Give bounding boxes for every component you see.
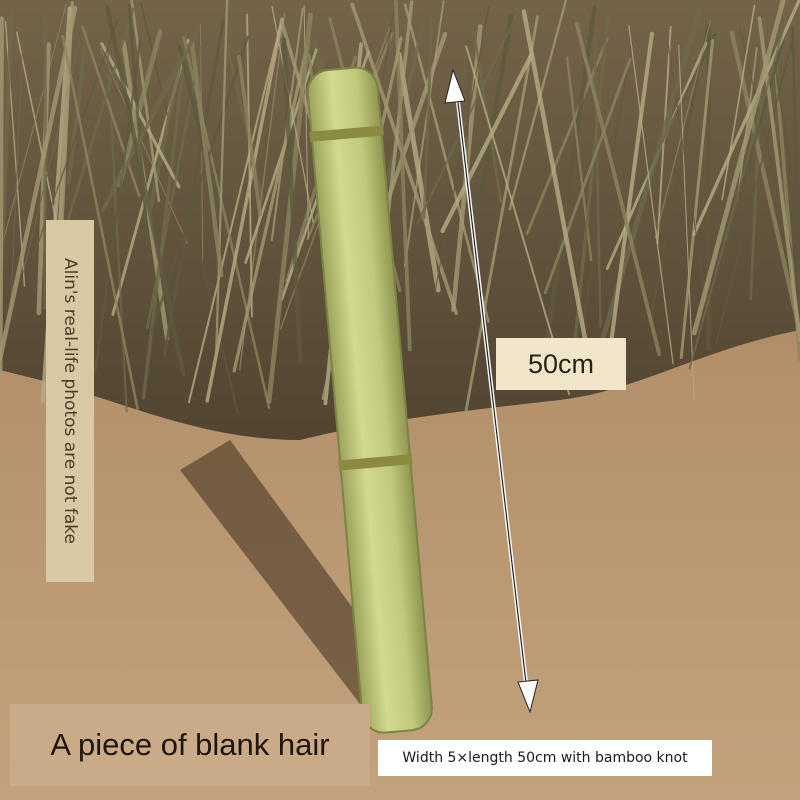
dry-stalk (127, 4, 151, 261)
dry-stalk (692, 0, 800, 237)
dry-stalk (463, 15, 539, 418)
dry-stalk (724, 35, 786, 241)
dry-stalk (187, 20, 283, 404)
dry-stalk (101, 27, 201, 212)
dry-stalk (572, 10, 610, 351)
dry-stalk (470, 19, 503, 204)
dry-stalk (587, 7, 702, 385)
dry-stalk (647, 26, 709, 327)
side-caption: Alin's real-life photos are not fake (60, 258, 80, 544)
side-caption-box: Alin's real-life photos are not fake (46, 220, 94, 582)
dry-stalk (749, 18, 766, 301)
bamboo-knot-upper (309, 125, 384, 142)
dry-stalk (679, 38, 715, 360)
length-arrow (444, 68, 539, 714)
dry-stalk (215, 0, 229, 356)
dry-stalk (162, 19, 225, 358)
dry-stalk (440, 52, 534, 234)
dry-stalk (31, 19, 119, 260)
dry-stalk (396, 51, 441, 293)
dry-stalk (416, 0, 525, 225)
dry-stalk (678, 44, 695, 400)
dry-stalk (22, 23, 85, 275)
dry-stalk (246, 13, 253, 318)
dry-stalk (58, 7, 135, 248)
arrow-head-bottom (517, 679, 539, 714)
dry-stalk (738, 26, 800, 287)
dry-stalk (205, 17, 284, 403)
dry-stalk (729, 30, 800, 335)
dry-stalk (226, 45, 264, 200)
dry-stalk (271, 5, 314, 224)
dry-stalk (99, 47, 188, 245)
dry-stalk (465, 45, 571, 396)
dry-stalk (736, 47, 758, 202)
dry-stalk (10, 29, 24, 313)
bamboo-knot-lower (338, 454, 413, 471)
dry-stalk (604, 31, 654, 377)
dry-stalk (593, 30, 602, 328)
dry-stalk (105, 5, 186, 377)
dry-stalk (771, 46, 800, 236)
dry-stalk (403, 0, 445, 267)
dry-stalk (81, 25, 141, 198)
title-label: A piece of blank hair (10, 704, 370, 786)
dry-stalk (177, 44, 225, 231)
length-label: 50cm (496, 338, 626, 390)
dry-stalk (525, 37, 609, 236)
dry-stalk (478, 13, 514, 201)
dry-stalk (0, 16, 4, 382)
dry-stalk (130, 0, 161, 202)
dry-stalk (422, 1, 434, 220)
dry-stalk (574, 21, 662, 357)
dry-stalk (232, 45, 309, 373)
dry-stalk (691, 0, 786, 336)
dry-stalk (688, 14, 788, 370)
dry-stalk (628, 25, 674, 365)
dry-stalk (237, 55, 262, 217)
dry-stalk (106, 42, 128, 413)
spec-label: Width 5×length 50cm with bamboo knot (378, 740, 712, 776)
dry-stalk (94, 39, 142, 373)
dry-stalk (791, 25, 800, 323)
dry-stalk (622, 32, 717, 221)
dry-stalk (667, 44, 710, 324)
dry-stalk (281, 37, 303, 363)
dry-stalk (266, 12, 313, 404)
dry-stalk (150, 35, 250, 333)
dry-stalk (508, 0, 567, 211)
dry-stalk (393, 0, 412, 352)
dry-stalk (543, 58, 632, 295)
dry-stalk (721, 4, 756, 201)
dry-stalk (43, 13, 47, 310)
dry-stalk (582, 41, 633, 322)
dry-stalk (189, 41, 224, 278)
dry-stalk (0, 5, 78, 362)
dry-stalk (141, 42, 189, 400)
dry-stalk (0, 3, 67, 254)
dry-stalk (61, 34, 139, 411)
arrow-head-top (444, 68, 466, 104)
bamboo-tube (306, 66, 433, 734)
dry-stalk (303, 4, 309, 238)
dry-stalk (521, 9, 590, 354)
dry-stalks (0, 0, 800, 418)
